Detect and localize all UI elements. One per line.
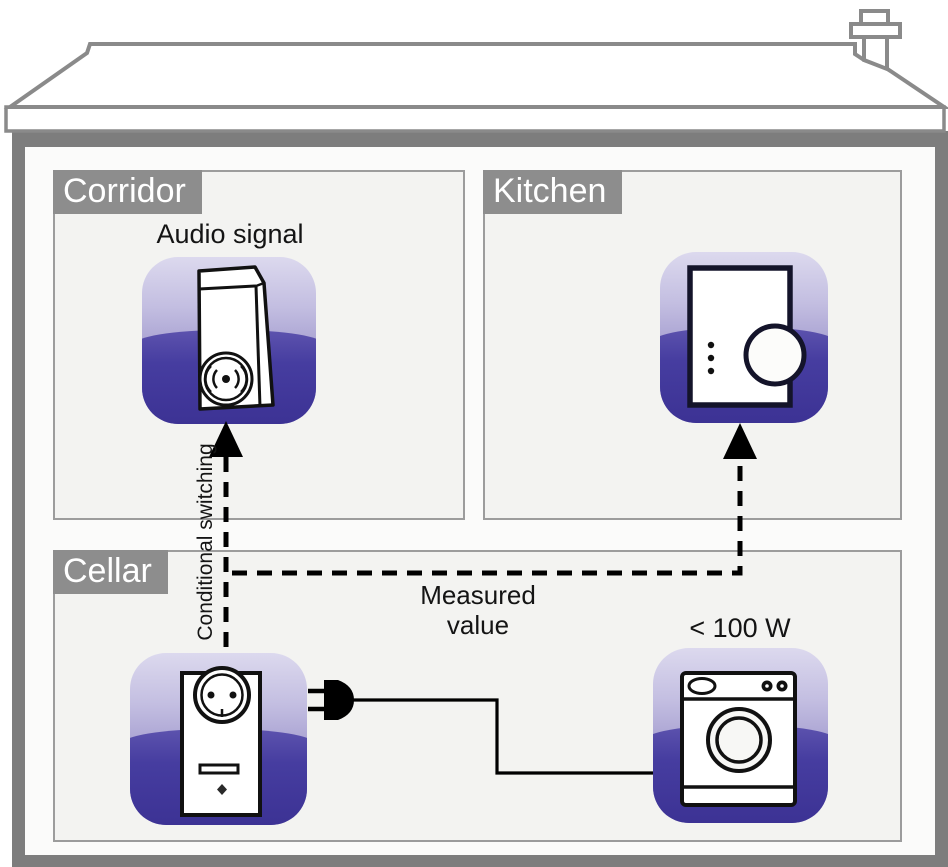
- washer-power-caption: < 100 W: [689, 613, 791, 643]
- room-label-kitchen: Kitchen: [483, 170, 623, 214]
- chimney-top: [859, 9, 890, 26]
- power-cable: [352, 698, 653, 775]
- arrow-up-icon: [723, 423, 757, 459]
- arrow-up-icon: [209, 421, 243, 457]
- tile-washer: [653, 648, 828, 823]
- room-label-cellar: Cellar: [53, 550, 168, 594]
- washing-machine-icon: [680, 671, 797, 807]
- roof: [3, 42, 948, 109]
- room-corridor: Corridor: [53, 170, 465, 520]
- measured-value-dashed-line: [232, 459, 743, 576]
- metering-plug-icon: [180, 666, 262, 817]
- plug-in-siren-icon: [197, 265, 275, 411]
- tile-smart-plug: [130, 653, 307, 825]
- tile-room-display: [660, 252, 828, 423]
- room-label-corridor: Corridor: [53, 170, 202, 214]
- measured-value-label: Measured value: [420, 580, 536, 640]
- tile-siren: [142, 257, 316, 424]
- plug-connector-icon: [324, 680, 354, 720]
- siren-caption: Audio signal: [156, 219, 304, 249]
- plug-prongs: [308, 688, 326, 712]
- room-display-icon: [687, 265, 807, 408]
